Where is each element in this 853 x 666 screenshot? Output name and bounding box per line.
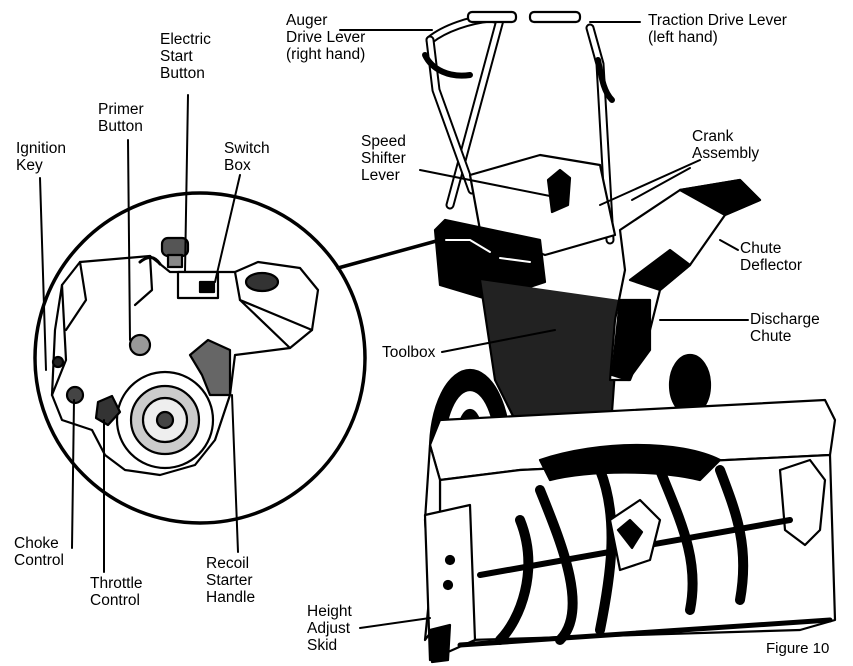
- figure-caption: Figure 10: [766, 640, 830, 657]
- leader-recoil-starter: [231, 394, 239, 553]
- label-choke-control: Choke Control: [14, 535, 64, 569]
- label-switch-box: Switch Box: [224, 140, 270, 174]
- leader-chute-deflector: [719, 239, 739, 251]
- leader-electric-start: [184, 94, 189, 273]
- engine-drawing: [50, 236, 320, 477]
- label-primer-button: Primer Button: [98, 101, 144, 135]
- leader-lines: [39, 21, 749, 629]
- engine-detail-circle: [33, 191, 367, 525]
- leader-primer: [127, 139, 131, 341]
- leader-speed-shifter: [419, 169, 561, 199]
- leader-choke-control: [71, 399, 75, 549]
- leader-ignition-key: [39, 177, 47, 371]
- label-throttle-control: Throttle Control: [90, 575, 143, 609]
- label-discharge-chute: Discharge Chute: [750, 311, 820, 345]
- label-electric-start-button: Electric Start Button: [160, 31, 211, 82]
- label-chute-deflector: Chute Deflector: [740, 240, 803, 274]
- leader-toolbox: [441, 329, 556, 353]
- label-ignition-key: Ignition Key: [16, 140, 66, 174]
- label-crank-assembly: Crank Assembly: [692, 128, 760, 162]
- snowthrower-drawing: [422, 10, 837, 664]
- label-traction-drive-lever: Traction Drive Lever (left hand): [648, 12, 787, 46]
- label-toolbox: Toolbox: [382, 344, 436, 361]
- leader-height-adjust-skid: [359, 617, 431, 629]
- label-recoil-starter-handle: Recoil Starter Handle: [206, 555, 256, 606]
- label-height-adjust-skid: Height Adjust Skid: [307, 603, 352, 654]
- label-speed-shifter-lever: Speed Shifter Lever: [361, 133, 406, 184]
- leader-crank-assembly: [631, 167, 691, 201]
- leader-switch-box: [214, 174, 241, 283]
- label-auger-drive-lever: Auger Drive Lever (right hand): [286, 12, 366, 63]
- detail-connector-line: [336, 238, 442, 270]
